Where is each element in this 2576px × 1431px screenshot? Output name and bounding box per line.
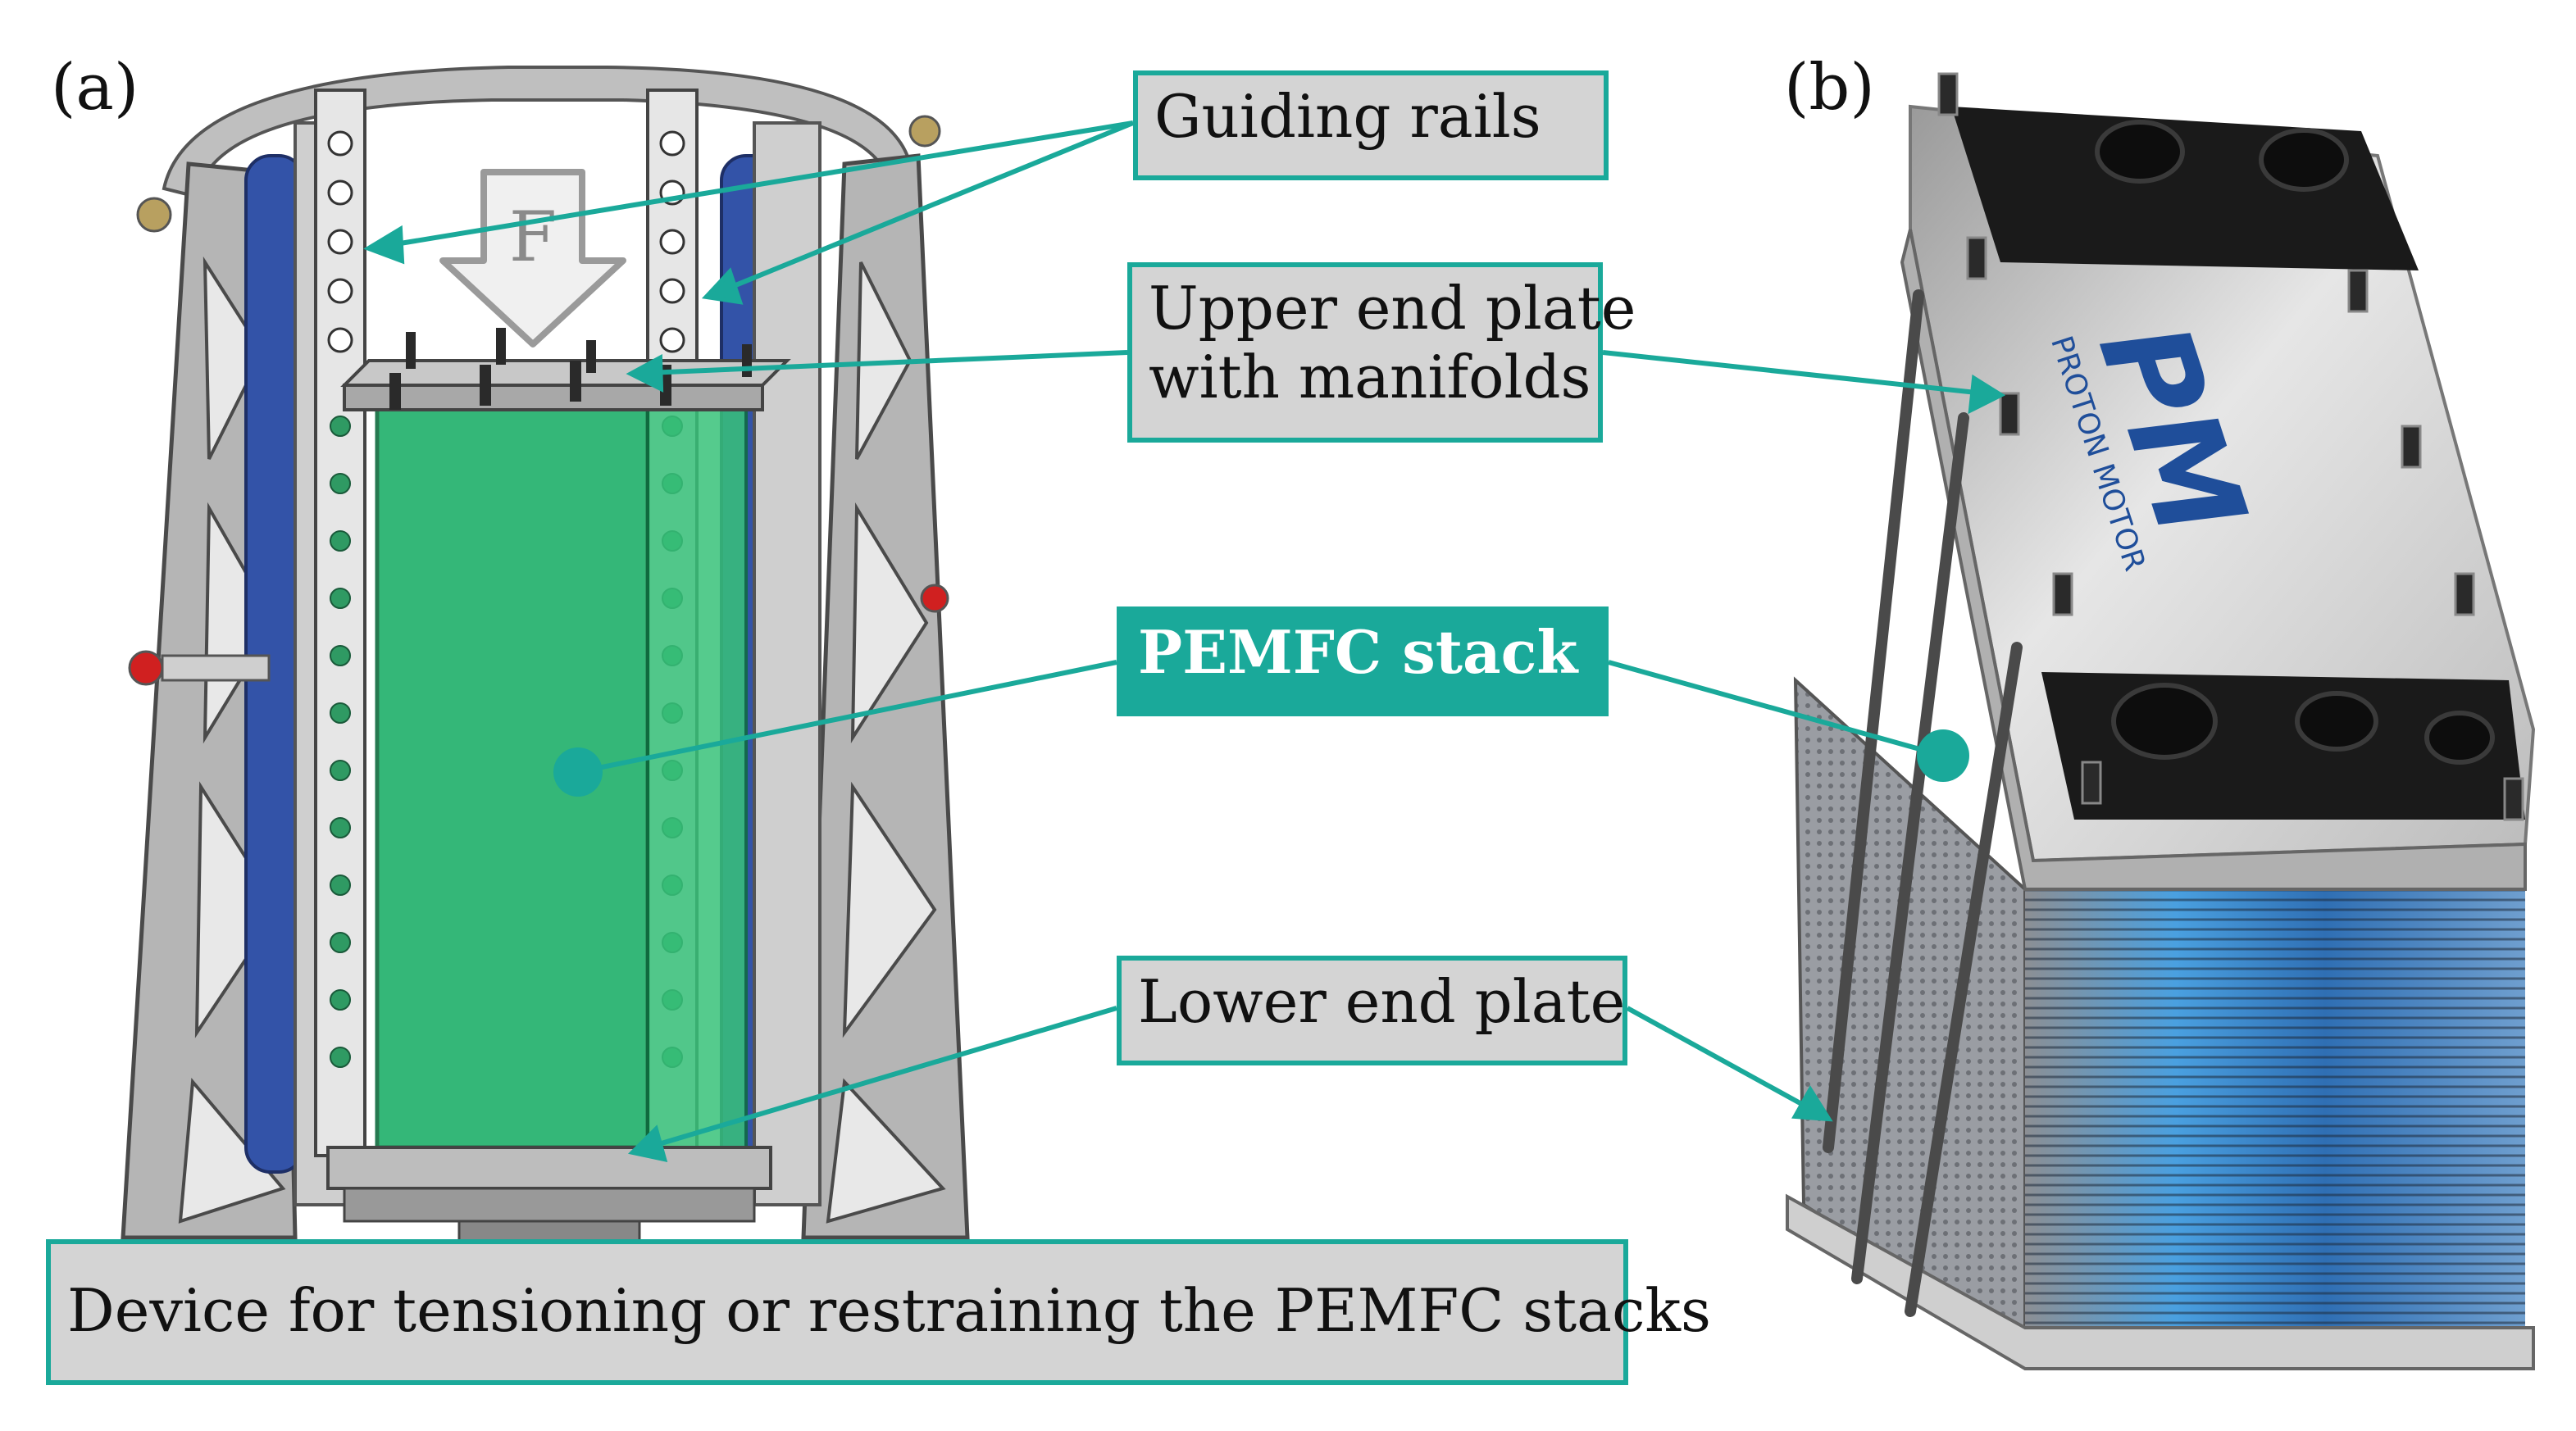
callout-guiding-rails: Guiding rails — [1133, 70, 1609, 180]
panel-label-b: (b) — [1784, 51, 1875, 125]
callout-upper-end-plate-line2: with manifolds — [1149, 343, 1591, 411]
callout-upper-end-plate: Upper end plate with manifolds — [1127, 262, 1636, 443]
tensioning-device — [121, 66, 970, 1247]
leader-lines — [363, 120, 2006, 1162]
callout-lower-end-plate: Lower end plate — [1117, 956, 1627, 1065]
callout-pemfc-stack: PEMFC stack — [1117, 606, 1609, 716]
force-label: F — [509, 197, 557, 277]
callout-device: Device for tensioning or restraining the… — [46, 1239, 1711, 1385]
panel-label-a: (a) — [51, 51, 139, 125]
pemfc-stack-photo — [1786, 72, 2536, 1370]
callout-upper-end-plate-line1: Upper end plate — [1149, 274, 1636, 343]
